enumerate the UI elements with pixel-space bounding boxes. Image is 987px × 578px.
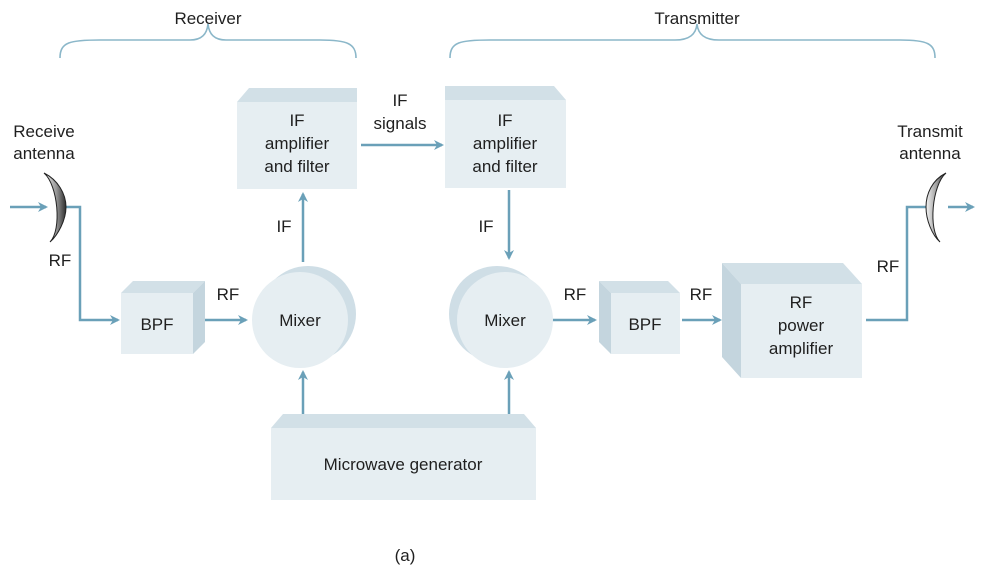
transmitter-brace [449, 23, 936, 59]
bpf-block-rx: BPF [121, 281, 205, 354]
mixer-block-tx: Mixer [449, 266, 553, 368]
power-amp-line2: power [778, 316, 825, 335]
if-signals-label-line2: signals [374, 114, 427, 133]
power-amp-line3: amplifier [769, 339, 834, 358]
bpf-rx-label: BPF [140, 315, 173, 334]
receive-antenna-label-line2: antenna [13, 144, 75, 163]
receiver-brace [59, 23, 357, 59]
mixer-tx-label: Mixer [484, 311, 526, 330]
mixer-block-rx: Mixer [252, 266, 356, 368]
rf-power-amplifier-block: RF power amplifier [722, 263, 862, 378]
if-rx-line1: IF [289, 111, 304, 130]
if-tx-line3: and filter [472, 157, 538, 176]
generator-label: Microwave generator [324, 455, 483, 474]
if-amplifier-block-rx: IF amplifier and filter [237, 88, 357, 189]
transmitter-label: Transmitter [654, 9, 740, 28]
if-tx-line1: IF [497, 111, 512, 130]
transmit-antenna-icon [925, 172, 947, 243]
receive-antenna-label-line1: Receive [13, 122, 74, 141]
bpf-tx-label: BPF [628, 315, 661, 334]
transmit-antenna-label-line1: Transmit [897, 122, 963, 141]
if-rx-line3: and filter [264, 157, 330, 176]
power-amp-line1: RF [790, 293, 813, 312]
rf-label-rx-bpf: RF [217, 285, 240, 304]
transmit-antenna-label-line2: antenna [899, 144, 961, 163]
receive-antenna-icon [43, 172, 67, 243]
rf-label-rx-antenna: RF [49, 251, 72, 270]
if-label-rx-up: IF [276, 217, 291, 236]
if-label-tx-down: IF [478, 217, 493, 236]
if-signals-label-line1: IF [392, 91, 407, 110]
microwave-generator-block: Microwave generator [271, 414, 536, 500]
figure-caption: (a) [395, 546, 416, 565]
mixer-rx-label: Mixer [279, 311, 321, 330]
if-rx-line2: amplifier [265, 134, 330, 153]
amplifier-to-antenna-wire [866, 205, 928, 322]
rf-label-tx-antenna: RF [877, 257, 900, 276]
rf-label-tx-mixer: RF [564, 285, 587, 304]
if-tx-line2: amplifier [473, 134, 538, 153]
receiver-label: Receiver [174, 9, 241, 28]
rx-antenna-to-bpf-wire [66, 205, 120, 325]
bpf-block-tx: BPF [599, 281, 680, 354]
if-amplifier-block-tx: IF amplifier and filter [445, 86, 566, 188]
rf-label-tx-bpf: RF [690, 285, 713, 304]
